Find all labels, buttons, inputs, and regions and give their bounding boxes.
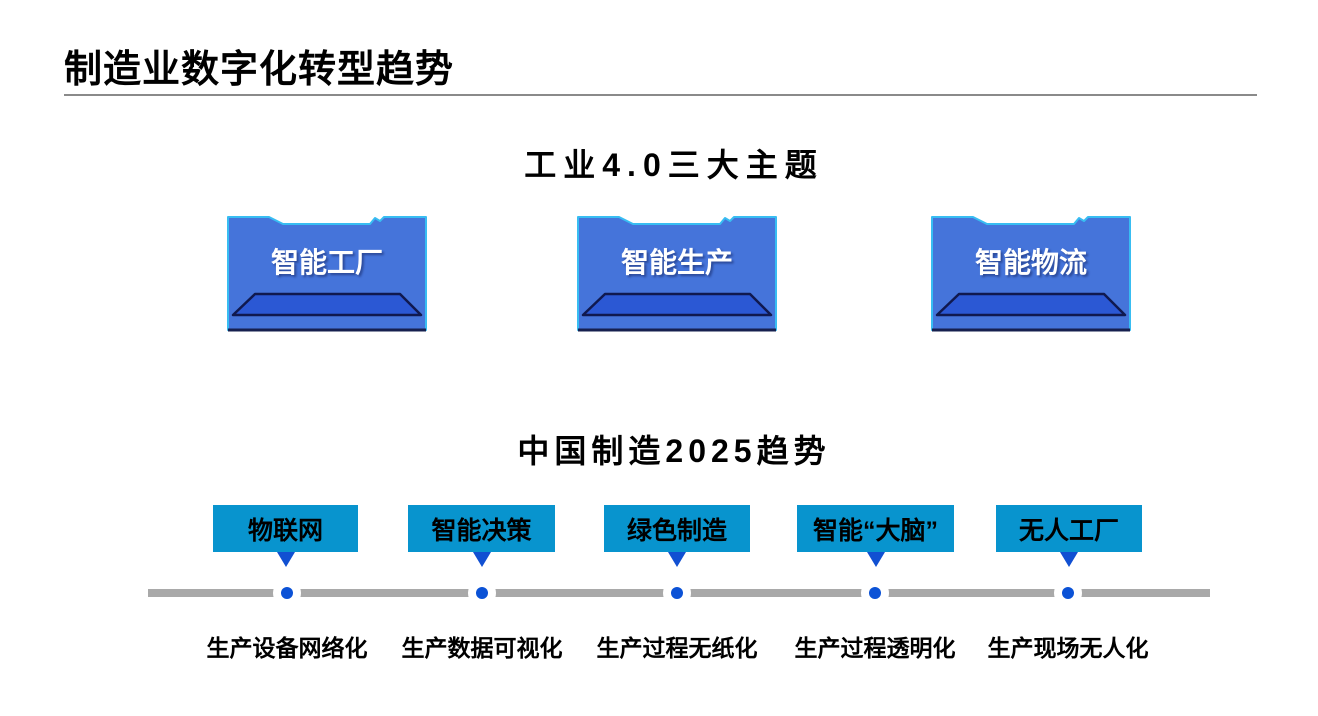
milestone-label: 绿色制造	[626, 516, 727, 545]
milestone-description: 生产数据可视化	[401, 635, 563, 661]
milestone-label: 无人工厂	[1018, 516, 1119, 545]
callout-pointer-icon	[866, 552, 885, 567]
section1-heading: 工业4.0三大主题	[524, 147, 824, 183]
callout-pointer-icon	[1060, 552, 1078, 567]
theme-label: 智能生产	[620, 246, 733, 278]
theme-box-3d-shape-icon	[227, 216, 427, 332]
milestone-description: 生产设备网络化	[206, 635, 368, 661]
timeline-dot	[671, 587, 683, 599]
milestone-box-iot: 物联网	[213, 505, 358, 567]
theme-label: 智能工厂	[270, 246, 383, 278]
theme-box-3d-shape-icon	[577, 216, 777, 332]
timeline-dot	[281, 587, 293, 599]
callout-pointer-icon	[276, 552, 295, 567]
theme-box-smart-logistics: 智能物流	[928, 214, 1134, 333]
theme-box-3d-shape-icon	[931, 216, 1131, 332]
theme-box-smart-factory: 智能工厂	[224, 214, 430, 333]
callout-pointer-icon	[668, 552, 686, 567]
milestone-box-smart-brain: 智能“大脑”	[797, 505, 954, 567]
page-title: 制造业数字化转型趋势	[64, 49, 455, 91]
callout-pointer-icon	[472, 552, 491, 567]
milestone-description: 生产现场无人化	[987, 635, 1149, 661]
milestone-label: 智能决策	[431, 516, 532, 545]
timeline-dot	[869, 587, 881, 599]
theme-label: 智能物流	[974, 246, 1087, 278]
milestone-label: 物联网	[247, 516, 323, 545]
milestone-box-smart-decision: 智能决策	[408, 505, 555, 567]
timeline-dot	[476, 587, 488, 599]
milestone-label: 智能“大脑”	[812, 516, 938, 545]
milestone-description: 生产过程透明化	[794, 635, 956, 661]
milestone-box-green-manufacturing: 绿色制造	[604, 505, 750, 567]
title-divider	[64, 94, 1257, 96]
milestone-description: 生产过程无纸化	[596, 635, 758, 661]
section2-heading: 中国制造2025趋势	[517, 433, 831, 469]
timeline-dot	[1062, 587, 1074, 599]
milestone-box-unmanned-factory: 无人工厂	[996, 505, 1142, 567]
theme-box-smart-production: 智能生产	[574, 214, 780, 333]
